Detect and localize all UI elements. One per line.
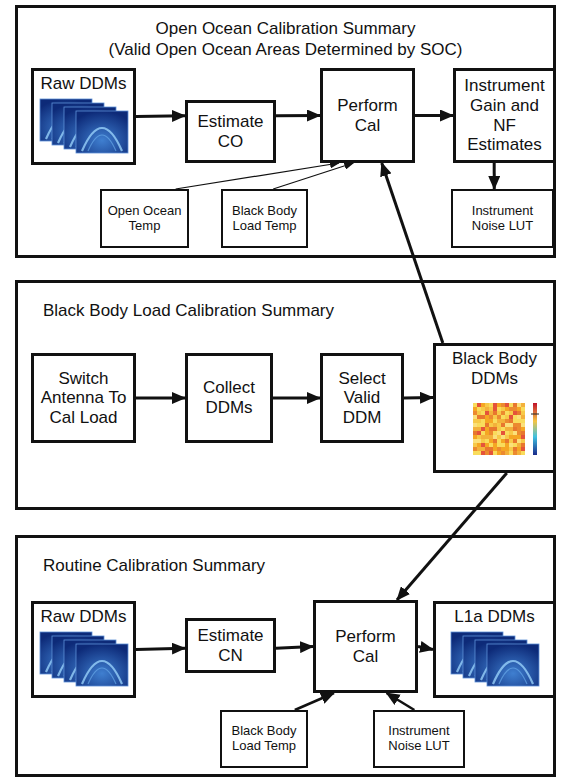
- box-label: Perform Cal: [330, 627, 401, 666]
- ddm-stack-image: [38, 97, 130, 157]
- flow-arrow: [382, 163, 443, 343]
- box-label: Instrument Noise LUT: [379, 724, 459, 754]
- input-box: Black Body Load Temp: [220, 710, 308, 768]
- output-box: Instrument Gain and NF Estimates: [453, 68, 556, 163]
- box-label: Instrument Noise LUT: [457, 204, 548, 234]
- data-box: L1a DDMs: [433, 601, 556, 698]
- noise-map-image: [471, 400, 541, 458]
- data-box: Raw DDMs: [31, 601, 136, 698]
- ddm-stack-image: [449, 630, 541, 690]
- process-box: Select Valid DDM: [320, 353, 404, 443]
- process-box: Perform Cal: [313, 600, 418, 693]
- process-box: Collect DDMs: [185, 353, 273, 443]
- box-label: Select Valid DDM: [327, 369, 397, 428]
- panel-heading: (Valid Open Ocean Areas Determined by SO…: [108, 40, 462, 60]
- box-label: Switch Antenna To Cal Load: [38, 369, 129, 428]
- flow-arrow: [276, 647, 313, 649]
- flow-arrow: [136, 397, 185, 400]
- panel-heading: Black Body Load Calibration Summary: [43, 301, 334, 321]
- panel-box: Black Body Load Calibration SummarySwitc…: [15, 280, 556, 510]
- data-box: Black Body DDMs: [433, 343, 556, 473]
- flow-arrow: [273, 397, 320, 400]
- ddm-stack-image: [38, 630, 130, 690]
- input-box: Open Ocean Temp: [100, 189, 189, 248]
- process-box: Switch Antenna To Cal Load: [31, 353, 136, 443]
- box-label: Estimate CN: [192, 626, 269, 665]
- process-box: Perform Cal: [320, 68, 415, 163]
- data-box: Raw DDMs: [31, 68, 136, 165]
- table-box: Instrument Noise LUT: [451, 189, 554, 248]
- box-label: Perform Cal: [331, 96, 404, 135]
- box-label: L1a DDMs: [454, 607, 534, 627]
- process-box: Estimate CN: [185, 618, 276, 673]
- panel-heading: Open Ocean Calibration Summary: [156, 19, 416, 39]
- panel-box: Routine Calibration SummaryRaw DDMsEstim…: [15, 535, 556, 777]
- box-label: Estimate CO: [192, 112, 269, 151]
- flow-arrow: [136, 114, 185, 118]
- box-label: Open Ocean Temp: [106, 204, 183, 234]
- panel-box: Open Ocean Calibration Summary(Valid Ope…: [15, 5, 556, 258]
- box-label: Raw DDMs: [41, 74, 127, 94]
- process-box: Estimate CO: [185, 100, 276, 163]
- flow-arrow: [415, 114, 453, 117]
- flow-arrow: [136, 648, 185, 649]
- flow-arrow: [295, 693, 334, 710]
- panel-heading: Routine Calibration Summary: [43, 556, 265, 576]
- flow-arrow: [387, 693, 415, 710]
- box-label: Black Body Load Temp: [226, 724, 302, 754]
- box-label: Raw DDMs: [41, 607, 127, 627]
- flow-arrow: [418, 647, 433, 650]
- table-box: Instrument Noise LUT: [373, 710, 465, 768]
- flow-arrow: [404, 396, 433, 399]
- box-label: Collect DDMs: [192, 378, 266, 417]
- input-box: Black Body Load Temp: [221, 189, 308, 248]
- flow-arrow: [493, 163, 496, 189]
- box-label: Black Body DDMs: [440, 349, 549, 388]
- box-label: Black Body Load Temp: [227, 204, 302, 234]
- box-label: Instrument Gain and NF Estimates: [460, 76, 549, 154]
- flow-arrow: [273, 163, 353, 189]
- flow-arrow: [276, 114, 320, 117]
